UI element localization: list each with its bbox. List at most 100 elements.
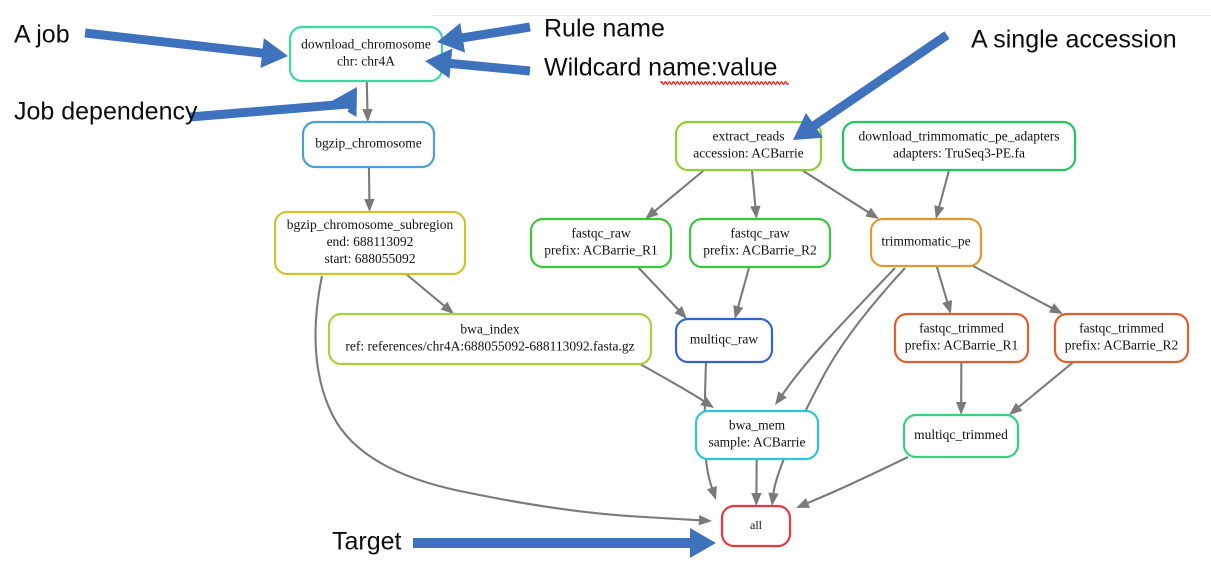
edge-path (637, 266, 680, 312)
node-wildcard: chr: chr4A (337, 54, 395, 69)
job-node-bwa_mem[interactable]: bwa_mem sample: ACBarrie (694, 409, 820, 461)
job-node-bwa_index[interactable]: bwa_index ref: references/chr4A:688055092… (327, 312, 653, 366)
dependency-edge-layer (314, 80, 1075, 526)
edge-path (750, 169, 757, 208)
node-wildcard: ref: references/chr4A:688055092-68811309… (345, 339, 634, 354)
node-wildcard: prefix: ACBarrie_R2 (703, 243, 817, 258)
node-rule-name: trimmomatic_pe (881, 234, 970, 249)
job-node-fastqc_trimmed_r2[interactable]: fastqc_trimmed prefix: ACBarrie_R2 (1053, 312, 1190, 364)
node-border (841, 120, 1077, 172)
node-wildcard: adapters: TruSeq3-PE.fa (893, 146, 1025, 161)
node-rule-name: bwa_index (460, 322, 519, 337)
node-border (273, 210, 467, 276)
node-rule-name: download_chromosome (301, 37, 431, 52)
dependency-edge (645, 169, 705, 219)
edge-path (935, 265, 949, 303)
job-node-fastqc_raw_r2[interactable]: fastqc_raw prefix: ACBarrie_R2 (688, 217, 832, 269)
job-node-fastqc_trimmed_r1[interactable]: fastqc_trimmed prefix: ACBarrie_R1 (893, 312, 1030, 364)
dependency-edge (314, 275, 712, 526)
node-border (902, 413, 1020, 459)
edge-path (1017, 361, 1075, 409)
node-rule-name: extract_reads (713, 129, 785, 144)
node-rule-name: fastqc_trimmed (1079, 321, 1164, 336)
edge-path (639, 363, 705, 403)
node-rule-name: bwa_mem (729, 418, 786, 433)
edge-path (938, 169, 951, 208)
edge-path (972, 265, 1053, 310)
node-rule-name: multiqc_raw (690, 332, 758, 347)
dependency-edge (796, 456, 909, 508)
job-node-bgzip_chromosome[interactable]: bgzip_chromosome (301, 120, 436, 169)
node-border (327, 312, 653, 366)
node-rule-name: bgzip_chromosome_subregion (287, 217, 454, 232)
edge-path (781, 267, 896, 396)
node-rule-name: fastqc_raw (730, 226, 789, 241)
dependency-edge (775, 267, 896, 405)
target-arrow (413, 528, 716, 558)
node-wildcard: prefix: ACBarrie_R1 (544, 243, 658, 258)
edge-path (806, 456, 909, 505)
job-node-bgzip_chromosome_subregion[interactable]: bgzip_chromosome_subregion end: 688113092… (273, 210, 467, 276)
job-node-download_chromosome[interactable]: download_chromosome chr: chr4A (288, 25, 444, 83)
dependency-edge (955, 361, 967, 415)
dependency-edge (972, 265, 1063, 314)
annotation-label-target: Target (332, 528, 402, 556)
spellcheck-squiggle (659, 81, 790, 85)
rule-name-arrow (437, 22, 531, 53)
job-node-multiqc_raw[interactable]: multiqc_raw (674, 317, 774, 364)
dependency-edge (405, 273, 454, 314)
dependency-edge (750, 169, 761, 219)
node-wildcard: accession: ACBarrie (693, 146, 804, 161)
annotation-label-wildcard: Wildcard name:value (544, 54, 777, 82)
edge-path (365, 80, 369, 111)
node-border (893, 312, 1030, 364)
edge-path (801, 169, 870, 214)
node-rule-name: bgzip_chromosome (315, 136, 421, 151)
job-node-extract_reads[interactable]: extract_reads accession: ACBarrie (674, 120, 823, 172)
annotation-label-a-single-accession: A single accession (971, 26, 1177, 54)
edge-path (405, 273, 446, 308)
dependency-edge (364, 166, 375, 212)
dependency-edge (733, 266, 751, 319)
node-wildcard: sample: ACBarrie (708, 435, 805, 450)
node-rule-name: fastqc_trimmed (919, 321, 1004, 336)
node-rule-name: all (750, 518, 763, 532)
node-border (688, 217, 832, 269)
dependency-edge (935, 265, 953, 314)
a-job-arrow (84, 28, 289, 68)
job-node-all[interactable]: all (720, 504, 792, 548)
node-border (694, 409, 820, 461)
single-accession-arrow (793, 31, 950, 141)
edge-path (736, 266, 751, 308)
node-rule-name: multiqc_trimmed (914, 427, 1008, 442)
node-border (869, 217, 983, 268)
node-wildcard: prefix: ACBarrie_R2 (1065, 338, 1179, 353)
node-border (674, 317, 774, 364)
dependency-edge (801, 169, 879, 219)
dependency-edge (637, 266, 688, 319)
job-node-fastqc_raw_r1[interactable]: fastqc_raw prefix: ACBarrie_R1 (529, 217, 673, 269)
job-node-layer: download_chromosome chr: chr4A bgzip_chrom… (273, 25, 1190, 548)
edge-path (314, 275, 701, 522)
edge-path (772, 267, 906, 495)
node-border (1053, 312, 1190, 364)
annotation-label-job-dependency: Job dependency (14, 98, 198, 126)
dependency-edge (768, 267, 906, 506)
job-node-trimmomatic_pe[interactable]: trimmomatic_pe (869, 217, 983, 268)
node-rule-name: fastqc_raw (571, 226, 630, 241)
node-wildcard: end: 688113092 (327, 234, 414, 249)
node-wildcard: prefix: ACBarrie_R1 (905, 338, 1019, 353)
dependency-edge (362, 80, 373, 122)
job-dependency-arrow-tail (189, 99, 349, 122)
edge-path (653, 169, 705, 213)
annotation-label-rule-name: Rule name (544, 15, 665, 43)
dependency-edge (1009, 361, 1075, 415)
job-node-multiqc_trimmed[interactable]: multiqc_trimmed (902, 413, 1020, 459)
node-border (301, 120, 436, 169)
job-node-download_trimmomatic_pe_adapters[interactable]: download_trimmomatic_pe_adaptersadapters… (841, 120, 1077, 172)
wildcard-arrow (425, 48, 531, 79)
dependency-edge (639, 363, 714, 408)
